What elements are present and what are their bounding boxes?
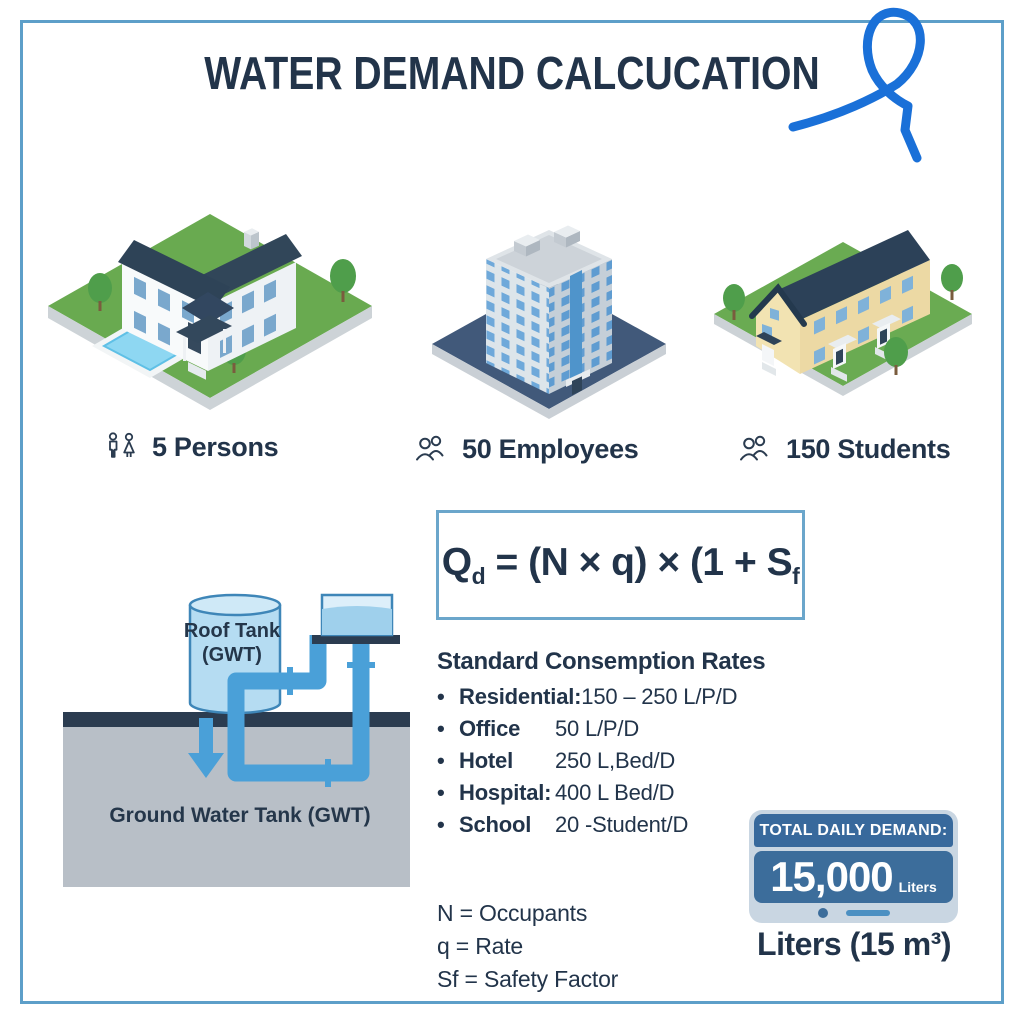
demand-formula: Qd = (N × q) × (1 + Sf <box>441 540 800 589</box>
man-woman-icon <box>108 432 135 458</box>
occupancy-text: 5 Persons <box>152 431 279 462</box>
legend-line-q: q = Rate <box>437 933 523 959</box>
rate-row-office: • Office 50 L/P/D <box>437 716 640 741</box>
rates-title: Standard Consemption Rates <box>437 648 766 675</box>
total-demand-value: 15,000 <box>770 853 893 900</box>
small-tank <box>320 593 394 637</box>
roof-tank-sublabel: (GWT) <box>202 644 262 666</box>
bullet: • <box>437 748 445 773</box>
page-border <box>20 20 1004 1004</box>
indicator-dot-icon <box>817 908 828 918</box>
rate-row-hospital: • Hospital: 400 L Bed/D <box>437 780 675 805</box>
consumption-rates-panel: Standard Consemption Rates • Residential… <box>437 648 777 844</box>
total-demand-unit: Liters <box>898 879 937 895</box>
formula-box: Qd = (N × q) × (1 + Sf <box>436 510 805 620</box>
badge-value-panel: 15,000 Liters <box>754 851 953 903</box>
pipe-joint <box>325 759 331 787</box>
roof-tank-label: Roof Tank <box>184 620 281 642</box>
pipe-loop <box>227 635 370 782</box>
two-people-icon <box>416 435 444 461</box>
bullet: • <box>437 684 445 709</box>
office-building-illustration <box>432 225 666 419</box>
legend-line-n: N = Occupants <box>437 900 588 926</box>
badge-footer <box>754 908 953 918</box>
legend-line-sf: Sf = Safety Factor <box>437 966 619 992</box>
pipe-joint <box>347 662 375 668</box>
house-occupancy-label: 5 Persons <box>104 429 279 465</box>
residential-house-illustration <box>48 214 372 410</box>
occupancy-text: 150 Students <box>786 433 951 464</box>
office-occupancy-label: 50 Employees <box>412 431 639 467</box>
school-occupancy-label: 150 Students <box>736 431 951 467</box>
variable-definitions: N = Occupants q = Rate Sf = Safety Facto… <box>437 897 618 996</box>
two-people-icon <box>740 435 768 461</box>
rate-row-school: • School 20 -Student/D <box>437 812 689 837</box>
rate-row-residential: • Residential: 150 – 250 L/P/D <box>437 684 738 709</box>
indicator-bar-icon <box>845 910 890 916</box>
badge-caption: Liters (15 m³) <box>757 926 951 962</box>
bullet: • <box>437 716 445 741</box>
pipe-joint <box>287 667 293 695</box>
school-building-illustration <box>714 230 972 396</box>
ground-tank-label: Ground Water Tank (GWT) <box>109 804 370 827</box>
rate-row-hotel: • Hotel 250 L,Bed/D <box>437 748 676 773</box>
tank-platform <box>312 635 400 644</box>
bullet: • <box>437 780 445 805</box>
water-tank-diagram: Roof Tank (GWT) Ground Water Tank (GWT) <box>63 593 410 887</box>
page-title: WATER DEMAND CALCUCATION <box>204 47 820 99</box>
occupancy-text: 50 Employees <box>462 433 639 464</box>
pen-scribble-icon <box>788 7 925 163</box>
down-arrow-icon <box>188 718 224 778</box>
total-demand-badge: TOTAL DAILY DEMAND: 15,000 Liters <box>749 810 958 923</box>
badge-header: TOTAL DAILY DEMAND: <box>754 814 953 847</box>
bullet: • <box>437 812 445 837</box>
